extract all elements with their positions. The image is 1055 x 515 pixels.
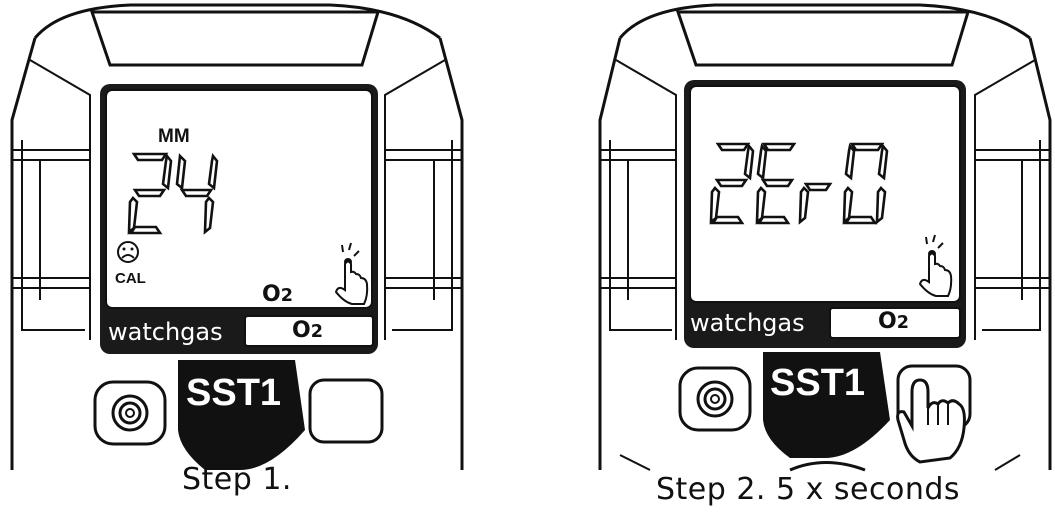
segment-char-E: [755, 142, 797, 225]
power-button-icon: [111, 394, 149, 432]
unit-label: MM: [158, 126, 190, 147]
status-label: CAL: [115, 270, 146, 287]
step-2-panel: watchgas O2 SST1 Step 2. 5 x seconds: [590, 0, 1055, 515]
step-1-panel: MM CAL O2 watchgas O2 SST1 Step 1.: [0, 0, 470, 515]
power-button-icon: [696, 380, 734, 418]
detector-device: [598, 3, 1052, 472]
gas-box-label: O2: [292, 318, 323, 343]
finger-press-icon: [918, 234, 953, 297]
detector-device: [10, 3, 464, 470]
brand-label: watchgas: [108, 318, 223, 346]
gas-box-label: O2: [878, 309, 909, 334]
sad-face-icon: [117, 241, 139, 263]
segment-char-O: [842, 142, 889, 225]
model-badge: SST1: [770, 362, 866, 404]
brand-label: watchgas: [690, 309, 805, 337]
segment-char-2: [709, 142, 755, 225]
model-badge: SST1: [186, 372, 282, 414]
hand-pressing-button-icon: [896, 378, 966, 464]
gas-label: O2: [262, 282, 293, 307]
digit-4: [175, 153, 219, 235]
digit-2: [127, 152, 173, 235]
step-1-caption: Step 1.: [182, 462, 292, 497]
segment-char-r: [798, 182, 833, 225]
step-2-caption: Step 2. 5 x seconds: [656, 472, 961, 507]
finger-press-icon: [334, 242, 369, 305]
